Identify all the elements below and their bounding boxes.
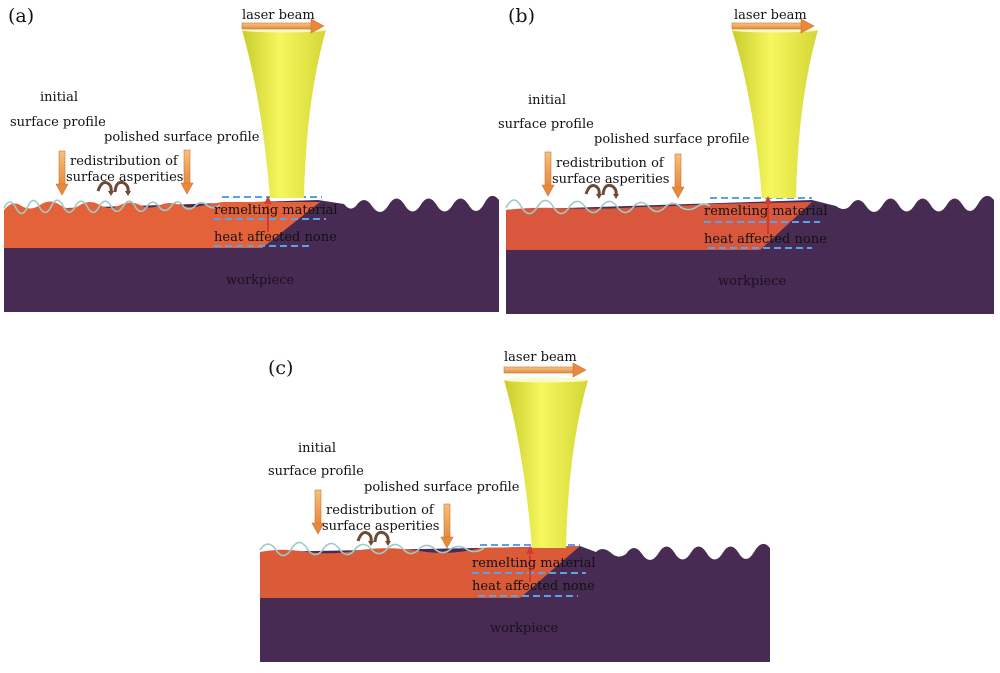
panel-c-laser-beam <box>504 380 588 548</box>
panel-a-heat-label: heat affected none <box>214 230 337 245</box>
panel-a: (a) laser beam initial surface profile p… <box>3 5 499 312</box>
panel-a-redistribution-1: redistribution of <box>70 154 179 169</box>
panel-c-heat-label: heat affected none <box>472 579 595 594</box>
panel-a-initial-label-1: initial <box>40 90 78 105</box>
panel-c-laser-beam-label: laser beam <box>504 350 577 365</box>
panel-a-workpiece-label: workpiece <box>226 273 294 288</box>
panel-b-remelted-layer <box>506 202 812 250</box>
panel-c-initial-label-2: surface profile <box>268 464 364 479</box>
panel-c-initial-profile-wave <box>259 541 485 557</box>
panel-c-motion-arrow <box>503 362 587 378</box>
panel-b-redistribution-1: redistribution of <box>556 156 665 171</box>
panel-c-beam-top <box>504 377 588 383</box>
panel-b-redistribution-2: surface asperities <box>552 172 669 187</box>
panel-c-redistribution-2: surface asperities <box>322 519 439 534</box>
panel-b-heat-label: heat affected none <box>704 232 827 247</box>
panel-b-initial-label-1: initial <box>528 93 566 108</box>
panel-b: (b) laser beam initial surface profile p… <box>498 5 994 314</box>
panel-b-initial-label-2: surface profile <box>498 117 594 132</box>
panel-c: (c) laser beam initial surface profile p… <box>259 350 770 662</box>
panel-a-remelting-label: remelting material <box>214 203 338 218</box>
panel-a-laser-beam-label: laser beam <box>242 8 315 23</box>
panel-c-tag: (c) <box>268 357 293 379</box>
panel-c-remelted-layer <box>260 546 580 598</box>
panel-b-redistribution-icon <box>584 183 621 201</box>
panel-c-workpiece-label: workpiece <box>490 621 558 636</box>
panel-b-laser-beam <box>732 30 818 198</box>
panel-b-polished-label: polished surface profile <box>594 132 750 147</box>
panel-a-tag: (a) <box>8 5 34 27</box>
panel-c-redistribution-1: redistribution of <box>326 503 435 518</box>
panel-a-redistribution-2: surface asperities <box>66 170 183 185</box>
panel-a-initial-label-2: surface profile <box>10 115 106 130</box>
panel-b-remelting-label: remelting material <box>704 204 828 219</box>
panel-a-laser-beam <box>242 30 326 198</box>
panel-c-remelting-label: remelting material <box>472 556 596 571</box>
panel-b-tag: (b) <box>508 5 535 27</box>
panel-a-polished-label: polished surface profile <box>104 130 260 145</box>
panel-c-initial-label-1: initial <box>298 441 336 456</box>
panel-c-polished-arrow <box>440 503 454 549</box>
panel-b-polished-arrow <box>671 153 685 199</box>
panel-a-initial-profile-wave <box>3 199 221 215</box>
panel-c-polished-label: polished surface profile <box>364 480 520 495</box>
panel-a-remelted-layer <box>4 201 320 248</box>
panel-b-initial-profile-wave <box>505 199 711 215</box>
panel-b-workpiece-label: workpiece <box>718 274 786 289</box>
panel-b-laser-beam-label: laser beam <box>734 8 807 23</box>
